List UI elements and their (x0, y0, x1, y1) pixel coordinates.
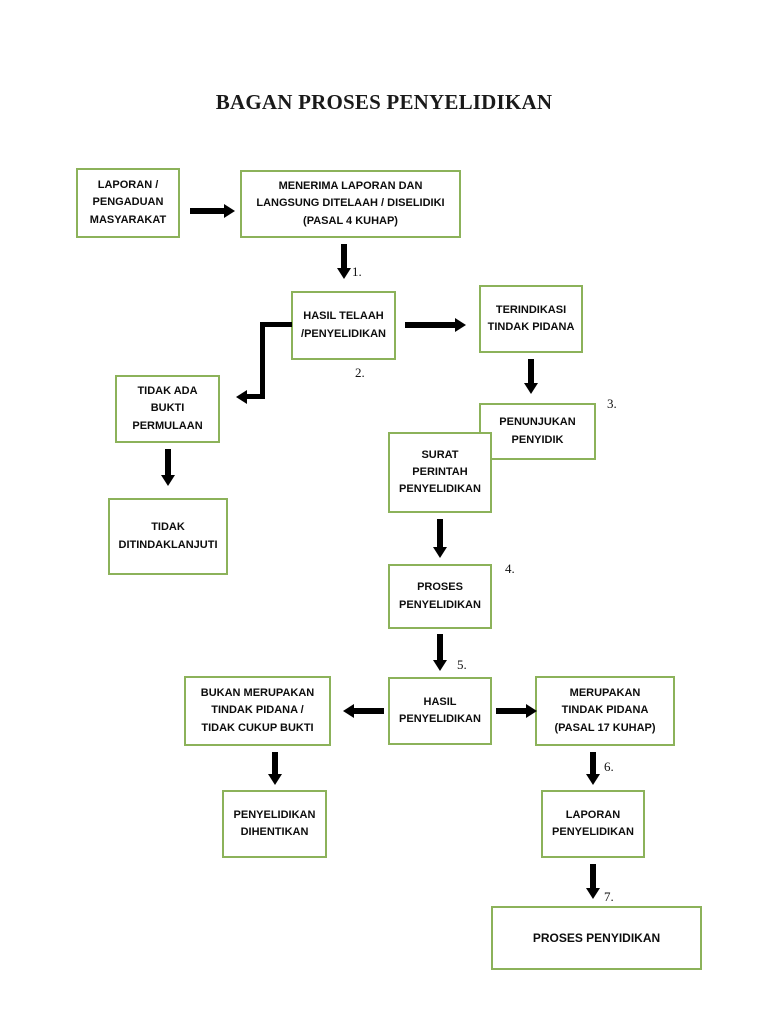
page-title: BAGAN PROSES PENYELIDIKAN (215, 90, 553, 114)
node-merupakan-tindak-pidana[interactable]: MERUPAKAN TINDAK PIDANA (PASAL 17 KUHAP) (535, 676, 675, 746)
arrow-hasilpenyelidikan-to-bukan-head (343, 704, 354, 718)
node-menerima-laporan[interactable]: MENERIMA LAPORAN DAN LANGSUNG DITELAAH /… (240, 170, 461, 238)
step-number-4: 4. (505, 561, 515, 576)
arrow-hasiltelaah-to-tidakadabukti-horizontal (260, 322, 292, 327)
node-hasil-telaah[interactable]: HASIL TELAAH /PENYELIDIKAN (291, 291, 396, 360)
step-number-7: 7. (604, 889, 614, 904)
arrow-laporanpenyelidikan-to-prosespenyidikan-head (586, 888, 600, 899)
node-surat-perintah-penyelidikan[interactable]: SURAT PERINTAH PENYELIDIKAN (388, 432, 492, 513)
arrow-merupakan-to-laporanpenyelidikan-shaft (590, 752, 596, 776)
node-line: MENERIMA LAPORAN DAN (278, 180, 423, 193)
step-number-2: 2. (355, 365, 365, 380)
node-tidak-ada-bukti-permulaan[interactable]: TIDAK ADA BUKTI PERMULAAN (115, 375, 220, 443)
arrow-bukan-to-dihentikan-shaft (272, 752, 278, 776)
arrow-hasiltelaah-to-tidakadabukti-horizontal2 (247, 394, 265, 399)
node-line: MERUPAKAN (569, 687, 641, 700)
node-penunjukan-penyidik[interactable]: PENUNJUKAN PENYIDIK (479, 403, 596, 460)
arrow-menerima-to-hasiltelaah-head (337, 268, 351, 279)
node-line: PERINTAH (412, 465, 468, 478)
node-laporan-penyelidikan[interactable]: LAPORAN PENYELIDIKAN (541, 790, 645, 858)
node-line: TINDAK PIDANA / (211, 704, 304, 717)
node-bukan-merupakan-tindak-pidana[interactable]: BUKAN MERUPAKAN TINDAK PIDANA / TIDAK CU… (184, 676, 331, 746)
node-line: TIDAK (151, 521, 185, 534)
arrow-terindikasi-to-penunjukan-shaft (528, 359, 534, 385)
node-line: DIHENTIKAN (240, 826, 309, 838)
node-line: PERMULAAN (132, 419, 203, 432)
node-line: LANGSUNG DITELAAH / DISELIDIKI (256, 197, 445, 210)
step-number-3: 3. (607, 396, 617, 411)
arrow-hasiltelaah-to-terindikasi-shaft (405, 322, 455, 328)
node-line: HASIL TELAAH (303, 310, 384, 323)
arrow-laporanpenyelidikan-to-prosespenyidikan-shaft (590, 864, 596, 890)
node-penyelidikan-dihentikan[interactable]: PENYELIDIKAN DIHENTIKAN (222, 790, 327, 858)
arrow-hasiltelaah-to-tidakadabukti-head (236, 390, 247, 404)
node-line: LAPORAN (565, 808, 621, 821)
step-number-1: 1. (352, 264, 362, 279)
node-terindikasi-tindak-pidana[interactable]: TERINDIKASI TINDAK PIDANA (479, 285, 583, 353)
node-line: PROSES PENYIDIKAN (532, 930, 661, 945)
arrow-merupakan-to-laporanpenyelidikan-head (586, 774, 600, 785)
node-line: PENYELIDIKAN (233, 808, 316, 821)
node-line: /PENYELIDIKAN (301, 327, 386, 340)
arrow-hasilpenyelidikan-to-bukan-shaft (354, 708, 384, 714)
arrow-menerima-to-hasiltelaah-shaft (341, 244, 347, 270)
node-line: TIDAK CUKUP BUKTI (201, 721, 314, 734)
arrow-suratperintah-to-prosespenyelidikan-shaft (437, 519, 443, 549)
node-line: SURAT (421, 448, 459, 461)
node-line: (PASAL 17 KUHAP) (554, 721, 656, 734)
arrow-bukan-to-dihentikan-head (268, 774, 282, 785)
arrow-laporan-to-menerima-head (224, 204, 235, 218)
node-line: PENYELIDIKAN (552, 826, 634, 838)
node-line: PENYELIDIKAN (399, 483, 481, 496)
node-line: PENYELIDIKAN (399, 598, 481, 611)
arrow-suratperintah-to-prosespenyelidikan-head (433, 547, 447, 558)
step-number-5: 5. (457, 657, 467, 672)
node-line: PENGADUAN (92, 196, 164, 209)
node-line: TIDAK ADA (137, 385, 198, 398)
node-line: MASYARAKAT (89, 213, 167, 226)
node-line: PENYIDIK (511, 433, 564, 446)
node-tidak-ditindaklanjuti[interactable]: TIDAK DITINDAKLANJUTI (108, 498, 228, 575)
arrow-hasilpenyelidikan-to-merupakan-head (526, 704, 537, 718)
node-line: TERINDIKASI (495, 303, 567, 316)
arrow-hasiltelaah-to-terindikasi-head (455, 318, 466, 332)
step-number-6: 6. (604, 759, 614, 774)
node-line: PROSES (417, 581, 463, 594)
node-proses-penyidikan[interactable]: PROSES PENYIDIKAN (491, 906, 702, 970)
node-line: PENUNJUKAN (499, 416, 576, 429)
arrow-tidakadabukti-to-ditindaklanjuti-shaft (165, 449, 171, 477)
arrow-prosespenyelidikan-to-hasilpenyelidikan-shaft (437, 634, 443, 662)
arrow-laporan-to-menerima-shaft (190, 208, 224, 214)
node-line: LAPORAN / (97, 179, 159, 192)
arrow-hasilpenyelidikan-to-merupakan-shaft (496, 708, 526, 714)
node-laporan-masyarakat[interactable]: LAPORAN / PENGADUAN MASYARAKAT (76, 168, 180, 238)
node-line: TINDAK PIDANA (561, 704, 649, 717)
node-hasil-penyelidikan[interactable]: HASIL PENYELIDIKAN (388, 677, 492, 745)
node-line: HASIL (423, 695, 457, 708)
node-line: (PASAL 4 KUHAP) (303, 214, 398, 227)
arrow-prosespenyelidikan-to-hasilpenyelidikan-head (433, 660, 447, 671)
node-line: TINDAK PIDANA (487, 321, 575, 333)
arrow-tidakadabukti-to-ditindaklanjuti-head (161, 475, 175, 486)
arrow-hasiltelaah-to-tidakadabukti-vertical (260, 322, 265, 398)
node-line: DITINDAKLANJUTI (118, 538, 218, 551)
node-line: PENYELIDIKAN (399, 713, 481, 725)
node-line: BUKAN MERUPAKAN (200, 687, 315, 700)
node-proses-penyelidikan[interactable]: PROSES PENYELIDIKAN (388, 564, 492, 629)
node-line: BUKTI (150, 402, 185, 415)
arrow-terindikasi-to-penunjukan-head (524, 383, 538, 394)
